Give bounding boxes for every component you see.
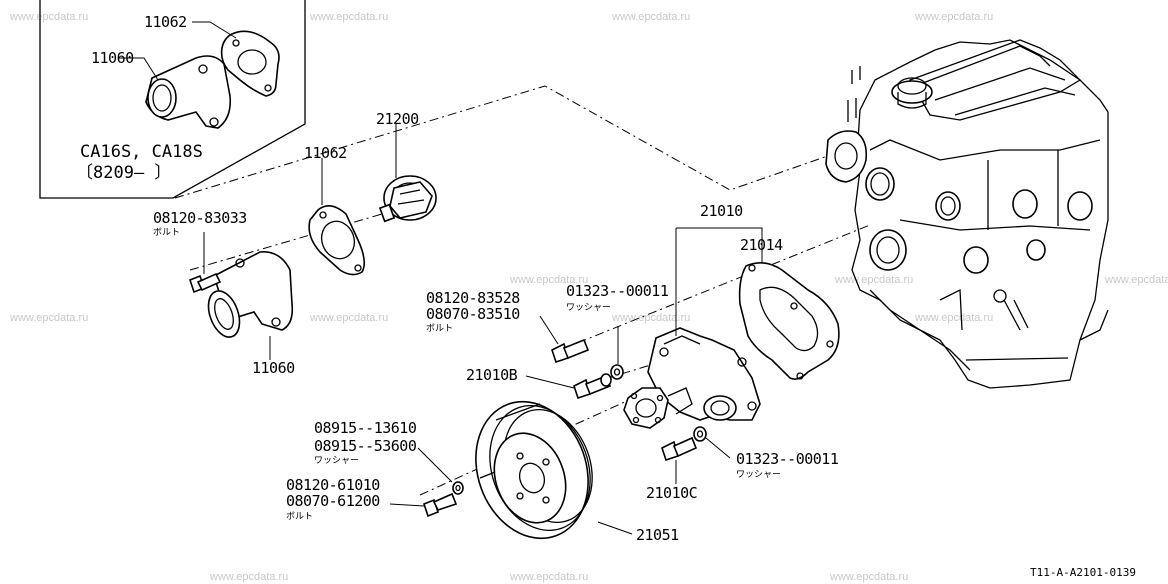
pump-bolt: 08120-83528 08070-83510 ボルト <box>426 289 590 364</box>
water-pump-label: 21010 <box>700 202 743 220</box>
watermark: www.epcdata.ru <box>509 274 588 286</box>
pulley-bolt-name: ボルト <box>286 511 313 522</box>
pump-washer-upper: 01323--00011 ワッシャー <box>566 282 669 380</box>
pump-washer-upper-name: ワッシャー <box>566 303 611 313</box>
pulley-washer-number-2: 08915--53600 <box>314 437 417 455</box>
pulley-washer-name: ワッシャー <box>314 456 359 466</box>
watermark: www.epcdata.ru <box>509 571 588 583</box>
housing-label: 11060 <box>252 359 295 377</box>
engine-block <box>825 39 1109 389</box>
thermostat-label: 21200 <box>376 110 419 128</box>
watermark: www.epcdata.ru <box>209 571 288 583</box>
watermark: www.epcdata.ru <box>834 274 913 286</box>
watermarks: www.epcdata.ru www.epcdata.ru www.epcdat… <box>9 11 1168 583</box>
inset-gasket-label: 11062 <box>144 13 187 31</box>
water-pump-pulley: 21051 <box>475 400 680 544</box>
watermark: www.epcdata.ru <box>1104 274 1168 286</box>
inset-variant-label: CA16S, CA18S <box>80 142 203 162</box>
pump-washer-upper-number: 01323--00011 <box>566 282 669 300</box>
gasket-label: 11062 <box>304 144 347 162</box>
stud-b-label: 21010B <box>466 366 518 384</box>
housing-bolt-name: ボルト <box>153 227 180 238</box>
thermostat: 21200 <box>376 110 437 223</box>
water-outlet-housing: 11060 <box>207 251 296 377</box>
inset-housing-label: 11060 <box>91 49 134 67</box>
pump-gasket-label: 21014 <box>740 236 783 254</box>
watermark: www.epcdata.ru <box>309 312 388 324</box>
pulley-bolt-number-1: 08120-61010 <box>286 476 380 494</box>
watermark: www.epcdata.ru <box>829 571 908 583</box>
pump-bolt-number-2: 08070-83510 <box>426 305 520 323</box>
stud-21010b: 21010B <box>466 366 612 400</box>
pulley-bolt: 08120-61010 08070-61200 ボルト <box>286 476 458 522</box>
stud-c-label: 21010C <box>646 484 697 502</box>
pulley-bolt-number-2: 08070-61200 <box>286 492 380 510</box>
housing-bolt: 08120-83033 ボルト <box>153 209 247 294</box>
water-pump-gasket: 21014 <box>738 236 840 380</box>
watermark: www.epcdata.ru <box>309 11 388 23</box>
watermark: www.epcdata.ru <box>611 11 690 23</box>
pump-bolt-number-1: 08120-83528 <box>426 289 520 307</box>
pulley-washer-number-1: 08915--13610 <box>314 419 417 437</box>
water-pump: 21010 <box>623 202 763 429</box>
inset-date-range: 〔8209— 〕 <box>76 163 171 183</box>
pump-washer-lower-name: ワッシャー <box>736 470 781 480</box>
pump-washer-lower: 01323--00011 ワッシャー <box>693 426 839 480</box>
watermark: www.epcdata.ru <box>914 11 993 23</box>
housing-bolt-number: 08120-83033 <box>153 209 247 227</box>
watermark: www.epcdata.ru <box>9 312 88 324</box>
pump-washer-lower-number: 01323--00011 <box>736 450 839 468</box>
pulley-washer: 08915--13610 08915--53600 ワッシャー <box>314 419 464 495</box>
thermostat-gasket: 11062 <box>304 144 366 276</box>
watermark: www.epcdata.ru <box>9 11 88 23</box>
pulley-label: 21051 <box>636 526 679 544</box>
stud-21010c: 21010C <box>646 436 698 502</box>
pump-bolt-name: ボルト <box>426 323 453 334</box>
inset-gasket-shape <box>220 30 280 97</box>
watermark: www.epcdata.ru <box>914 312 993 324</box>
figure-code: T11-A-A2101-0139 <box>1030 566 1136 579</box>
inset-variant-box: 11062 11060 CA16S, CA18S 〔8209— 〕 <box>39 0 306 199</box>
